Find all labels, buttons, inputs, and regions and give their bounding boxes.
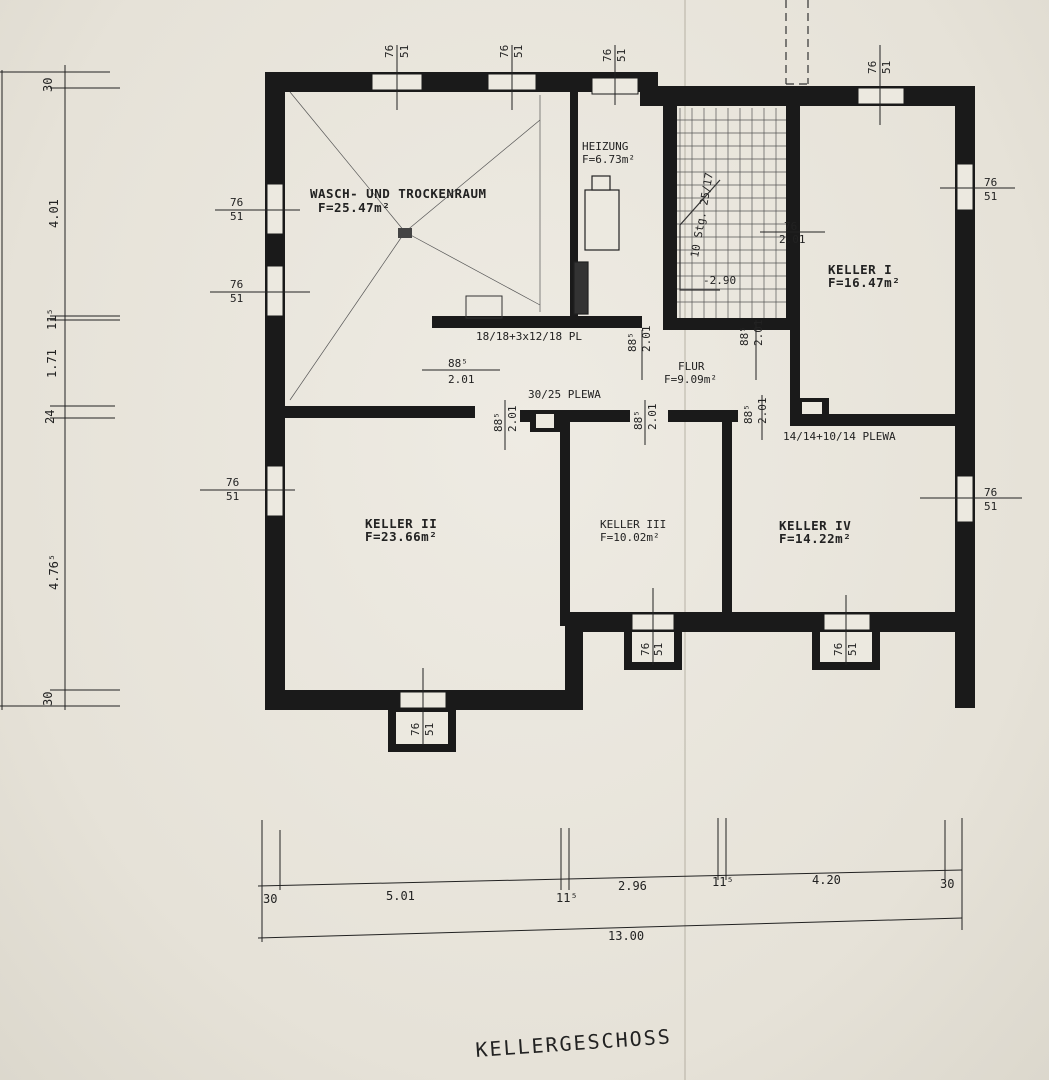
dim-left-2: 11⁵ [45,308,59,330]
door-label-bottom-5: 2.01 [646,404,659,431]
paper-fold [684,0,686,1080]
window-label-top-8: 76 [984,176,997,189]
window-label-bottom-1: 51 [398,45,411,58]
door-label-bottom-7: 2.01 [779,233,806,246]
door-label-top-5: 88⁵ [632,410,645,430]
door-label-top-4: 88⁵ [492,412,505,432]
outside-stair-dashed [785,0,809,85]
window-label-bottom-8: 51 [984,190,997,203]
window-label-top-11: 76 [639,643,652,656]
window-label-top-10: 76 [409,723,422,736]
door-label-top-2: 88⁵ [626,332,639,352]
left-dim-chain [0,65,120,710]
stair-run [679,179,721,291]
chimney-label-1: 30/25 PLEWA [528,388,601,401]
room-area-keller-3: F=10.02m² [600,531,660,544]
window-axis-lines [200,45,1022,745]
room-area-keller-1: F=16.47m² [828,275,900,290]
window-label-bottom-2: 51 [512,45,525,58]
boiler-icon [573,175,620,315]
ceiling-diagonals [289,91,541,401]
room-area-keller-2: F=23.66m² [365,529,437,544]
door-label-bottom-3: 2.01 [752,320,765,347]
window-label-top-1: 76 [383,45,396,58]
dim-left-1: 4.01 [47,199,61,228]
stair-grid [676,108,786,318]
window-label-top-3: 76 [601,49,614,62]
door-dim-lines [422,231,825,450]
window-label-bottom-11: 51 [652,643,665,656]
plan-title: KELLERGESCHOSS [475,1024,673,1062]
dim-left-5: 4.76⁵ [47,554,61,590]
window-label-bottom-6: 51 [230,292,243,305]
stair-level-label: -2.90 [703,274,736,287]
door-label-top-3: 88⁵ [738,326,751,346]
window-label-top-5: 76 [230,196,243,209]
window-label-bottom-7: 51 [226,490,239,503]
room-area-keller-4: F=14.22m² [779,531,851,546]
dim-bottom-1: 5.01 [386,889,415,903]
dim-bottom-3: 2.96 [618,879,647,893]
dim-left-3: 1.71 [45,349,59,378]
chimney-label-2: 14/14+10/14 PLEWA [783,430,896,443]
bottom-dim-labels: 30 5.01 11⁵ 2.96 11⁵ 4.20 30 13.00 [263,873,954,943]
room-name-heizung: HEIZUNG [582,140,628,153]
window-label-bottom-4: 51 [880,61,893,74]
door-label-bottom-1: 2.01 [448,373,475,386]
room-name-keller-3: KELLER III [600,518,666,531]
door-label-top-6: 88⁵ [742,404,755,424]
platform-label: 18/18+3x12/18 PL [476,330,582,343]
room-area-heizung: F=6.73m² [582,153,635,166]
window-labels: 76 51 76 51 76 51 76 51 76 51 76 51 76 5… [226,45,997,736]
window-label-top-2: 76 [498,45,511,58]
room-name-keller-1: KELLER I [828,262,892,277]
dim-bottom-2: 11⁵ [556,891,578,905]
dim-bottom-4: 11⁵ [712,875,734,889]
window-label-bottom-3: 51 [615,49,628,62]
dim-total: 13.00 [608,929,644,943]
window-openings [266,73,974,709]
door-label-top-7: 76 [784,220,797,233]
door-label-bottom-4: 2.01 [506,406,519,433]
bottom-dim-chain [257,818,963,942]
dim-bottom-5: 4.20 [812,873,841,887]
window-label-bottom-5: 51 [230,210,243,223]
left-dim-labels: 30 4.01 11⁵ 1.71 24 4.76⁵ 30 [41,78,61,706]
room-name-flur: FLUR [678,360,705,373]
window-label-bottom-10: 51 [423,723,436,736]
dim-bottom-6: 30 [940,877,954,891]
room-area-flur: F=9.09m² [664,373,717,386]
dim-bottom-0: 30 [263,892,277,906]
door-label-top-1: 88⁵ [448,357,468,370]
floor-drain-icon [398,228,412,238]
window-label-top-12: 76 [832,643,845,656]
door-label-bottom-2: 2.01 [640,326,653,353]
room-name-keller-4: KELLER IV [779,518,851,533]
dim-left-0: 30 [41,78,55,92]
window-label-top-7: 76 [226,476,239,489]
dim-left-6: 30 [41,692,55,706]
window-label-bottom-12: 51 [846,643,859,656]
window-label-bottom-9: 51 [984,500,997,513]
window-label-top-9: 76 [984,486,997,499]
sink-icon [465,295,503,319]
room-name-wash: WASCH- UND TROCKENRAUM [310,186,487,201]
window-label-top-4: 76 [866,61,879,74]
room-area-wash: F=25.47m² [318,200,390,215]
door-label-bottom-6: 2.01 [756,398,769,425]
room-name-keller-2: KELLER II [365,516,437,531]
door-labels: 88⁵ 2.01 88⁵ 2.01 88⁵ 2.01 88⁵ 2.01 88⁵ … [448,220,806,432]
window-label-top-6: 76 [230,278,243,291]
dim-left-4: 24 [43,410,57,424]
